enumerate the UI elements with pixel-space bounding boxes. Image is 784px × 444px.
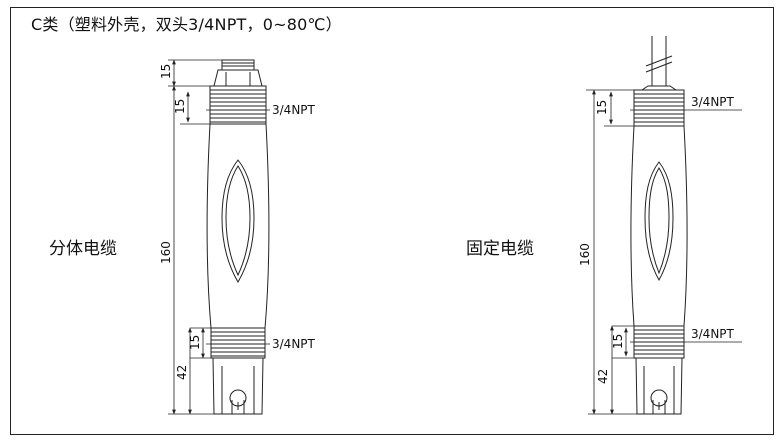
left-thread-bottom-label: 3/4NPT [272, 337, 316, 351]
left-tip [212, 357, 264, 415]
right-window [644, 161, 674, 282]
right-sensor [586, 36, 742, 415]
left-top-thread [209, 85, 267, 125]
right-cable [645, 36, 673, 86]
left-window [221, 159, 255, 283]
right-dimensions [586, 89, 742, 415]
left-connector-cap [213, 59, 263, 87]
left-bottom-thread [210, 327, 266, 359]
left-sensor-label: 分体电缆 [49, 239, 117, 259]
left-dim-total: 160 [159, 241, 173, 264]
right-top-thread [633, 89, 685, 127]
right-dim-bottom: 42 [596, 369, 610, 384]
right-thread-bottom-label: 3/4NPT [691, 327, 735, 341]
right-dimension-texts: 15 160 15 42 3/4NPT 3/4NPT [578, 95, 735, 384]
left-dim-thread-top: 15 [173, 99, 187, 114]
left-thread-top-label: 3/4NPT [272, 103, 316, 117]
left-sensor [168, 59, 270, 415]
left-dim-thread-bottom: 15 [188, 335, 202, 350]
left-body [206, 123, 270, 329]
left-dim-cap: 15 [159, 64, 173, 79]
left-dimensions [168, 59, 270, 415]
right-thread-top-label: 3/4NPT [691, 95, 735, 109]
right-dim-total: 160 [578, 243, 592, 266]
right-sensor-label: 固定电缆 [466, 239, 534, 259]
diagram-frame [10, 7, 774, 435]
right-tip [635, 357, 683, 415]
right-dim-thread-bottom: 15 [611, 334, 625, 349]
right-dim-thread-top: 15 [595, 100, 609, 115]
right-body [630, 125, 688, 327]
left-dim-bottom: 42 [175, 365, 189, 380]
left-dimension-texts: 15 15 160 15 42 3/4NPT 3/4NPT [159, 64, 316, 380]
diagram-title: C类（塑料外壳，双头3/4NPT，0~80℃） [31, 15, 342, 34]
